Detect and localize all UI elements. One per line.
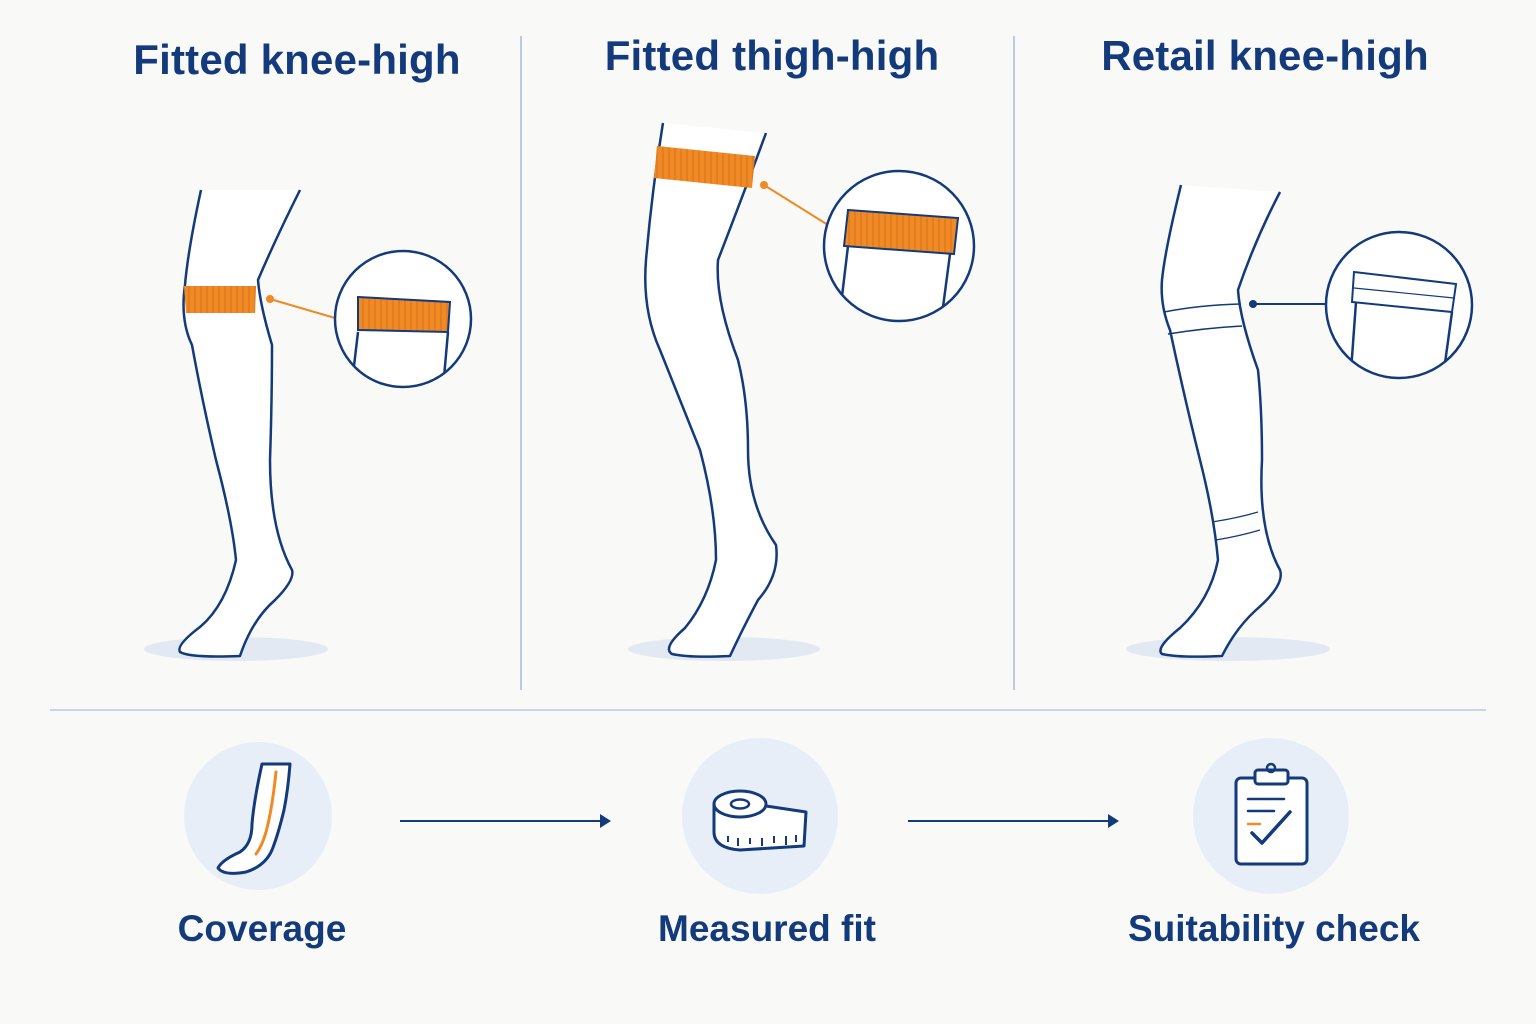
plain-cuff bbox=[1163, 303, 1243, 335]
elastic-band bbox=[184, 286, 256, 313]
ankle-slouch bbox=[1211, 511, 1261, 541]
leg-fitted-knee-high bbox=[144, 189, 473, 661]
arrow-right-icon bbox=[908, 814, 1119, 828]
measured-fit-icon-circle bbox=[682, 738, 838, 894]
measuring-tape-icon bbox=[712, 789, 808, 852]
zoom-detail-plain-cuff bbox=[1324, 230, 1474, 380]
coverage-icon-circle bbox=[184, 742, 332, 890]
arrow-right-icon bbox=[400, 814, 611, 828]
panel-title-fitted-thigh-high: Fitted thigh-high bbox=[604, 32, 940, 79]
step-label-coverage: Coverage bbox=[177, 908, 347, 949]
step-label-suitability-check: Suitability check bbox=[1128, 908, 1420, 949]
zoom-detail-elastic-band bbox=[333, 249, 473, 389]
stocking-icon bbox=[216, 762, 292, 875]
clipboard-check-icon bbox=[1234, 762, 1309, 866]
leg-retail-knee-high bbox=[1126, 184, 1474, 661]
panel-title-fitted-knee-high: Fitted knee-high bbox=[133, 36, 461, 83]
zoom-detail-elastic-band bbox=[822, 169, 976, 323]
elastic-band bbox=[654, 146, 755, 188]
step-label-measured-fit: Measured fit bbox=[658, 908, 876, 949]
leg-fitted-thigh-high bbox=[628, 122, 976, 661]
suitability-check-icon-circle bbox=[1193, 738, 1349, 894]
panel-title-retail-knee-high: Retail knee-high bbox=[1101, 32, 1429, 79]
